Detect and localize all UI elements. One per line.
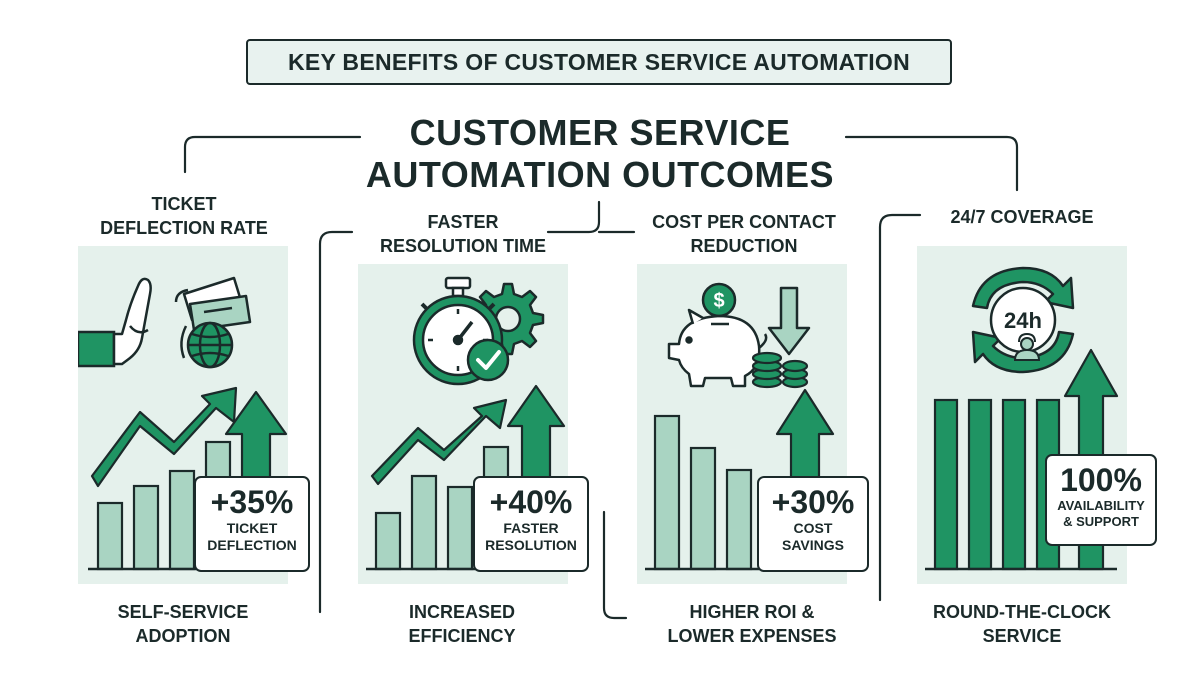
piggy-bank-icon [667, 308, 768, 388]
24h-cycle-icon: 24h [971, 266, 1075, 374]
card3-top-label: COST PER CONTACT REDUCTION [652, 212, 836, 256]
checkmark-icon [466, 338, 510, 382]
bar-chart-icon [933, 398, 1061, 571]
globe-icon [180, 321, 234, 369]
header-banner: KEY BENEFITS OF CUSTOMER SERVICE AUTOMAT… [246, 39, 952, 85]
down-arrow-icon [767, 286, 811, 356]
card3-stat-caption: COST SAVINGS [782, 520, 844, 553]
card3-stat-box: +30% COST SAVINGS [757, 476, 869, 572]
connector-card3-card4 [878, 213, 922, 602]
card4-stat-value: 100% [1060, 462, 1142, 498]
connector-card1-card2 [318, 230, 354, 614]
card1-top-label: TICKET DEFLECTION RATE [100, 194, 268, 238]
card1-stat-caption: TICKET DEFLECTION [207, 520, 297, 553]
card2-stat-caption: FASTER RESOLUTION [485, 520, 577, 553]
card2-bottom-label: INCREASED EFFICIENCY [408, 602, 516, 646]
stop-hand-icon [78, 277, 152, 368]
card1-panel [78, 246, 288, 584]
ticket-icon [174, 276, 252, 332]
card4-stat-caption: AVAILABILITY & SUPPORT [1057, 498, 1145, 529]
trend-arrow-icon [90, 386, 238, 488]
support-agent-icon [1013, 332, 1041, 361]
card4-stat-box: 100% AVAILABILITY & SUPPORT [1045, 454, 1157, 546]
trend-arrow-icon [370, 398, 508, 486]
banner-title: KEY BENEFITS OF CUSTOMER SERVICE AUTOMAT… [287, 48, 911, 75]
coin-stack-icon [751, 351, 809, 389]
bar-chart-icon [653, 414, 753, 571]
connector-left [183, 135, 362, 174]
card2-top-label: FASTER RESOLUTION TIME [380, 212, 546, 256]
card1-bottom-label: SELF-SERVICE ADOPTION [117, 602, 249, 646]
main-title: CUSTOMER SERVICE AUTOMATION OUTCOMES [365, 112, 835, 195]
card2-stat-box: +40% FASTER RESOLUTION [473, 476, 589, 572]
card4-top-label: 24/7 COVERAGE [950, 207, 1094, 227]
dollar-coin-icon: $ [701, 282, 737, 318]
connector-right [844, 135, 1019, 192]
connector-center [546, 200, 601, 234]
card2-stat-value: +40% [489, 484, 573, 520]
card1-stat-box: +35% TICKET DEFLECTION [194, 476, 310, 572]
card3-panel: $ [637, 264, 847, 584]
card3-bottom-label: HIGHER ROI & LOWER EXPENSES [667, 602, 837, 646]
svg-text:$: $ [713, 290, 724, 312]
card1-stat-value: +35% [210, 484, 294, 520]
connector-card2-card3 [602, 510, 628, 620]
card3-stat-value: +30% [771, 484, 855, 520]
card4-bottom-label: ROUND-THE-CLOCK SERVICE [933, 602, 1111, 646]
clock-text: 24h [1004, 308, 1042, 333]
